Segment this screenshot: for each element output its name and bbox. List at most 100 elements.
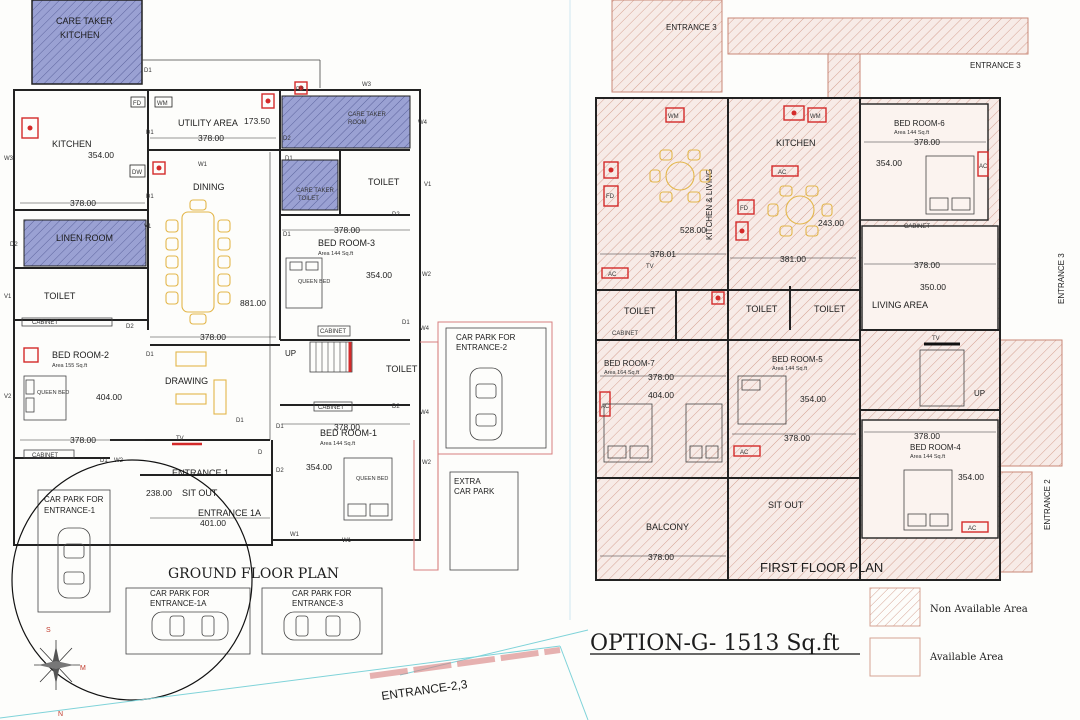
gf-staircase	[309, 341, 353, 373]
ff-bed-room-6	[859, 103, 989, 221]
ff-bed-room-6-bed	[925, 155, 975, 215]
car-icon-entrance-1	[57, 527, 91, 599]
ff-entrance-2-vertical: ENTRANCE 2	[1043, 479, 1052, 530]
entrance-1-label: ENTRANCE 1	[172, 468, 229, 478]
ff-dim-bed5-w: 378.00	[784, 433, 810, 443]
ff-bed-room-4-label: BED ROOM-4	[910, 443, 961, 452]
ff-dining-set-2	[767, 185, 833, 237]
ff-entrance-3-top: ENTRANCE 3	[666, 23, 717, 32]
ff-wm-box-1	[665, 107, 685, 123]
gf-cabinet-bed2-bottom: CABINET	[32, 453, 58, 459]
entrance-road	[0, 629, 589, 720]
ff-basin-icon	[783, 105, 805, 121]
ff-toilet-basin-icon	[711, 291, 725, 305]
dim-bed1-h: 354.00	[306, 462, 332, 472]
ff-ac-box-3	[601, 267, 629, 279]
svg-text:W4: W4	[420, 326, 430, 332]
dining-label: DINING	[193, 182, 225, 192]
car-park-outline	[413, 341, 439, 571]
ff-bed-room-7-label: BED ROOM-7	[604, 359, 655, 368]
care-taker-room-label-1: CARE TAKER	[348, 112, 386, 118]
option-title: OPTION-G- 1513 Sq.ft	[590, 631, 840, 656]
svg-text:D1: D1	[100, 458, 108, 464]
legend-available-label: Available Area	[929, 652, 1003, 663]
svg-text:W1: W1	[290, 532, 300, 538]
car-icon-entrance-1a	[151, 611, 229, 641]
entrance-2-3-label: ENTRANCE-2,3	[380, 677, 468, 703]
svg-text:W4: W4	[420, 410, 430, 416]
care-taker-toilet-label-2: TOILET	[298, 196, 319, 202]
svg-text:V1: V1	[144, 224, 152, 230]
svg-text:W1: W1	[198, 162, 208, 168]
ground-floor-plan: CARE TAKER KITCHEN CARE TAKER	[0, 0, 589, 720]
svg-text:D2: D2	[276, 468, 284, 474]
gf-bed-room-1-bed: QUEEN BED	[343, 457, 393, 521]
sit-out-label: SIT OUT	[182, 488, 218, 498]
ff-living-area-label: LIVING AREA	[872, 300, 928, 310]
ff-dim-k-w: 381.00	[780, 254, 806, 264]
dim-utility-small: 173.50	[244, 116, 270, 126]
ff-ac-box-6	[961, 521, 989, 533]
legend: Non Available Area Available Area	[869, 587, 1028, 677]
svg-text:D1: D1	[146, 194, 154, 200]
car-icon-entrance-2	[469, 367, 503, 441]
car-park-entrance-1-label-2: ENTRANCE-1	[44, 506, 96, 515]
gf-fd-label: FD	[133, 101, 142, 107]
care-taker-kitchen-label-1: CARE TAKER	[56, 16, 113, 26]
ff-cabinet-label-2: CABINET	[612, 331, 638, 337]
dim-drawing-w: 378.00	[200, 332, 226, 342]
legend-hatched-swatch	[869, 587, 921, 627]
linen-room-label: LINEN ROOM	[56, 233, 113, 243]
ff-fridge-icon-2	[735, 221, 749, 241]
ff-toilet-a-label: TOILET	[624, 306, 656, 316]
svg-text:W2: W2	[422, 272, 432, 278]
ff-dim-balcony-w: 378.00	[648, 552, 674, 562]
car-park-entrance-1a-zone	[125, 587, 251, 655]
svg-text:D1: D1	[276, 424, 284, 430]
svg-text:QUEEN BED: QUEEN BED	[37, 390, 69, 396]
ff-dim-bed7-h: 404.00	[648, 390, 674, 400]
svg-text:W3: W3	[4, 156, 14, 162]
gf-bed-room-3-bed: QUEEN BED	[285, 257, 330, 309]
gf-door-labels: D1 D1 D1 D1 D1 D1 D1 D1 D1 D1 D2 D2 D2 D…	[10, 68, 410, 474]
ff-tv-label: TV	[932, 336, 940, 342]
svg-text:D1: D1	[285, 156, 293, 162]
first-floor-plan: UP TV ENTRANCE 3 ENTRANCE 3 ENTRANCE 3 E…	[569, 0, 1066, 620]
svg-text:D: D	[258, 450, 263, 456]
svg-text:V1: V1	[424, 182, 432, 188]
gf-wm-label: WM	[157, 101, 168, 107]
dim-sitout-h: 238.00	[146, 488, 172, 498]
ff-bed-room-6-area: Area 144 Sq.ft	[894, 130, 930, 136]
gf-dining-table	[165, 199, 231, 325]
ff-ac-label-4: AC	[601, 404, 610, 410]
svg-text:V2: V2	[4, 394, 12, 400]
extra-car-park-label-1: EXTRA	[454, 477, 481, 486]
ff-bed-room-4-bed	[903, 469, 953, 531]
ff-entrance-3-right: ENTRANCE 3	[970, 61, 1021, 70]
car-park-entrance-1-zone	[37, 489, 111, 613]
bed-room-2-area: Area 155 Sq.ft	[52, 363, 88, 369]
ff-dining-set-1	[649, 149, 711, 203]
ff-kitchen-living-label: KITCHEN & LIVING	[705, 169, 714, 240]
toilet-left-label: TOILET	[44, 291, 76, 301]
ff-fridge-icon	[603, 161, 619, 179]
car-park-entrance-3-label-2: ENTRANCE-3	[292, 599, 344, 608]
gf-cabinet-bed2: CABINET	[32, 320, 58, 326]
svg-text:D2: D2	[392, 404, 400, 410]
gf-fd-box	[130, 96, 146, 108]
ground-floor-title: GROUND FLOOR PLAN	[168, 566, 339, 582]
ff-bed-room-5-label: BED ROOM-5	[772, 355, 823, 364]
ff-dim-living-w: 378.00	[914, 260, 940, 270]
ff-entrance-3-vertical: ENTRANCE 3	[1057, 253, 1066, 304]
ff-bed-room-7-area: Area 164 Sq.ft	[604, 370, 640, 376]
legend-non-available-label: Non Available Area	[930, 604, 1028, 615]
linen-room-block	[23, 219, 147, 267]
ff-fd-box-1	[603, 185, 619, 207]
ff-staircase	[919, 349, 965, 407]
annotation-circle	[11, 459, 253, 701]
gf-tv-label: TV	[176, 436, 184, 442]
dim-utility-w: 378.00	[198, 133, 224, 143]
car-park-entrance-3-zone	[261, 587, 383, 655]
toilet-stair-label: TOILET	[386, 364, 418, 374]
